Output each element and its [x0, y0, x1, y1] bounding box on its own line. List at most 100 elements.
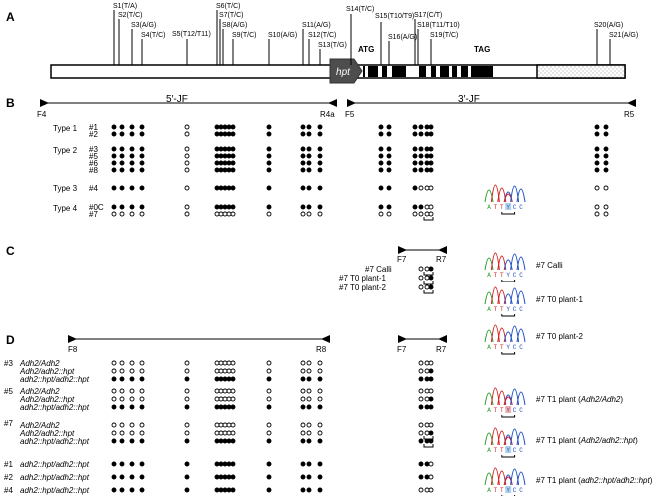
snp-dot-filled	[306, 461, 312, 467]
primer-r4a: R4a	[320, 110, 335, 119]
highlight-bracket	[423, 436, 434, 440]
chromatogram-peak	[516, 290, 526, 305]
snp-dot-open	[418, 487, 424, 493]
snp-dot-filled	[214, 474, 220, 480]
snp-dot-filled	[230, 438, 236, 444]
snp-dot-filled	[139, 146, 145, 152]
base-call: T	[500, 407, 504, 414]
snp-dot-filled	[300, 167, 306, 173]
snp-dot-open	[111, 422, 117, 428]
snp-dot-open	[218, 430, 224, 436]
snp-dot-open	[226, 422, 232, 428]
snp-dot-filled	[139, 185, 145, 191]
snp-dot-open	[139, 388, 145, 394]
snp-dot-filled	[418, 376, 424, 382]
base-call: C	[513, 447, 517, 454]
snp-dot-open	[230, 360, 236, 366]
snp-dot-open	[418, 422, 424, 428]
snp-dot-open	[266, 422, 272, 428]
snp-dot-open	[428, 185, 434, 191]
snp-dot-filled	[119, 131, 125, 137]
snp-dot-open	[424, 487, 430, 493]
snp-dot-filled	[222, 404, 228, 410]
snp-dot-filled	[317, 404, 323, 410]
snp-dot-filled	[594, 146, 600, 152]
snp-dot-open	[300, 430, 306, 436]
snp-dot-open	[300, 388, 306, 394]
snp-dot-open	[424, 284, 430, 290]
snp-dot-filled	[317, 438, 323, 444]
snp-dot-open	[139, 396, 145, 402]
snp-dot-open	[184, 131, 190, 137]
snp-dot-open	[129, 368, 135, 374]
snp-dot-open	[428, 388, 434, 394]
snp-dot-open	[300, 396, 306, 402]
snp-dot-open	[119, 422, 125, 428]
variant-highlight	[505, 406, 512, 413]
base-call: C	[513, 407, 517, 414]
jf3-range-arrow-start	[347, 99, 356, 107]
site-label: S19(T/C)	[430, 32, 459, 39]
genotype-label: Adh2/Adh2	[20, 359, 60, 368]
snp-dot-filled	[317, 185, 323, 191]
snp-dot-open	[603, 204, 609, 210]
snp-dot-filled	[214, 131, 220, 137]
snp-dot-open	[418, 185, 424, 191]
snp-dot-filled	[317, 124, 323, 130]
snp-dot-filled	[266, 404, 272, 410]
snp-dot-filled	[418, 124, 424, 130]
snp-dot-filled	[139, 167, 145, 173]
snp-dot-open	[222, 430, 228, 436]
snp-dot-filled	[428, 404, 434, 410]
snp-dot-open	[230, 388, 236, 394]
snp-dot-open	[428, 211, 434, 217]
snp-dot-filled	[594, 153, 600, 159]
snp-dot-filled	[139, 404, 145, 410]
genotype-label: Adh2/adh2::hpt	[20, 429, 75, 438]
snp-dot-open	[222, 211, 228, 217]
snp-dot-filled	[424, 167, 430, 173]
snp-dot-filled	[218, 124, 224, 130]
primer-r5: R5	[624, 110, 635, 119]
snp-dot-open	[111, 396, 117, 402]
c-row-label: #7 T0 plant-2	[339, 283, 386, 292]
snp-dot-filled	[306, 204, 312, 210]
snp-dot-open	[594, 204, 600, 210]
snp-dot-open	[428, 474, 434, 480]
snp-dot-open	[424, 388, 430, 394]
snp-dot-filled	[218, 153, 224, 159]
snp-dot-filled	[111, 404, 117, 410]
snp-dot-filled	[418, 146, 424, 152]
snp-dot-filled	[119, 146, 125, 152]
snp-dot-filled	[428, 266, 434, 272]
snp-dot-filled	[306, 185, 312, 191]
snp-dot-filled	[214, 160, 220, 166]
snp-dot-filled	[412, 146, 418, 152]
snp-dot-filled	[119, 160, 125, 166]
snp-dot-filled	[226, 487, 232, 493]
snp-dot-open	[222, 368, 228, 374]
chromatogram-peak	[503, 293, 513, 305]
snp-dot-open	[266, 396, 272, 402]
snp-dot-filled	[214, 461, 220, 467]
snp-dot-open	[594, 185, 600, 191]
snp-dot-filled	[139, 124, 145, 130]
chromatogram-bracket	[501, 352, 516, 355]
snp-dot-open	[184, 160, 190, 166]
snp-dot-open	[230, 368, 236, 374]
snp-dot-filled	[119, 167, 125, 173]
site-label: S15(T10/T9)	[375, 13, 415, 20]
highlight-bracket	[423, 290, 434, 294]
line-label: #2	[89, 130, 98, 139]
snp-dot-filled	[222, 153, 228, 159]
snp-dot-filled	[222, 185, 228, 191]
snp-dot-open	[230, 422, 236, 428]
snp-dot-open	[218, 368, 224, 374]
d-range-arrow-start	[68, 335, 77, 343]
base-call: T	[494, 306, 498, 313]
snp-dot-open	[418, 360, 424, 366]
snp-dot-filled	[218, 160, 224, 166]
exon	[440, 66, 449, 77]
snp-dot-filled	[111, 461, 117, 467]
